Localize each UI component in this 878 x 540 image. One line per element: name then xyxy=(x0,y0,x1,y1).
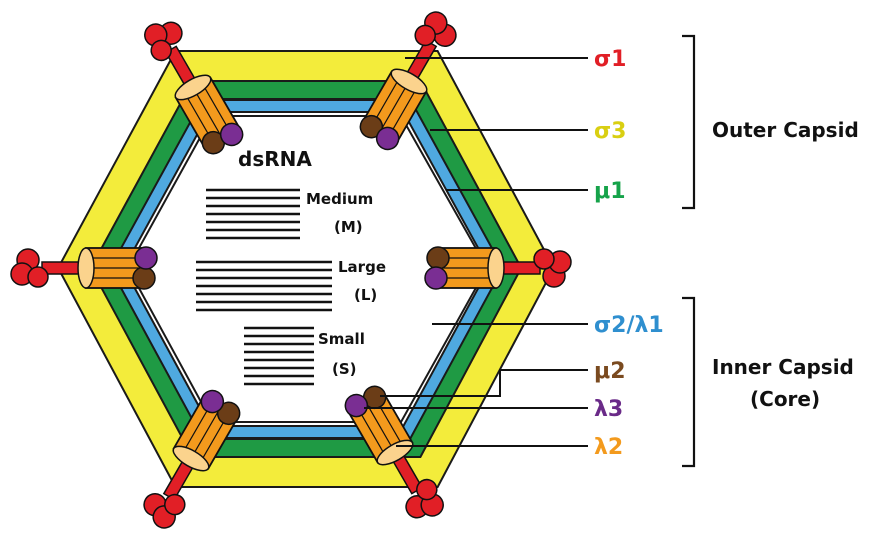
medium-segments xyxy=(206,188,300,240)
large-label: Large xyxy=(338,258,386,276)
medium-label: Medium xyxy=(306,190,373,208)
lambda3-label: λ3 xyxy=(594,397,623,422)
medium-abbr-label: (M) xyxy=(334,218,363,236)
outer-capsid-bracket xyxy=(682,34,696,210)
inner-capsid-label: Inner Capsid xyxy=(712,355,854,379)
large-abbr-label: (L) xyxy=(354,286,377,304)
protein-labels: σ1 σ3 μ1 σ2/λ1 μ2 λ3 λ2 xyxy=(594,47,664,460)
small-label: Small xyxy=(318,330,365,348)
small-segments xyxy=(244,326,314,386)
mu2-label: μ2 xyxy=(594,359,626,384)
dsrna-label: dsRNA xyxy=(238,147,312,171)
lambda2-label: λ2 xyxy=(594,435,623,460)
brackets xyxy=(682,34,696,468)
dsrna-segments xyxy=(196,188,332,386)
turret-right xyxy=(424,246,572,290)
leader-lines xyxy=(364,57,588,447)
large-segments xyxy=(196,260,332,312)
sigma3-label: σ3 xyxy=(594,119,626,144)
turret-left xyxy=(10,246,158,290)
group-labels: Outer Capsid Inner Capsid (Core) xyxy=(712,118,859,411)
mu1-label: μ1 xyxy=(594,179,626,204)
core-label: (Core) xyxy=(750,387,820,411)
small-abbr-label: (S) xyxy=(332,360,357,378)
center-labels: dsRNA Medium (M) Large (L) Small (S) xyxy=(238,147,386,378)
sigma2-lambda1-label: σ2/λ1 xyxy=(594,313,664,338)
outer-capsid-label: Outer Capsid xyxy=(712,118,859,142)
mu2-leader xyxy=(380,369,588,397)
sigma1-label: σ1 xyxy=(594,47,626,72)
inner-capsid-bracket xyxy=(682,296,696,468)
